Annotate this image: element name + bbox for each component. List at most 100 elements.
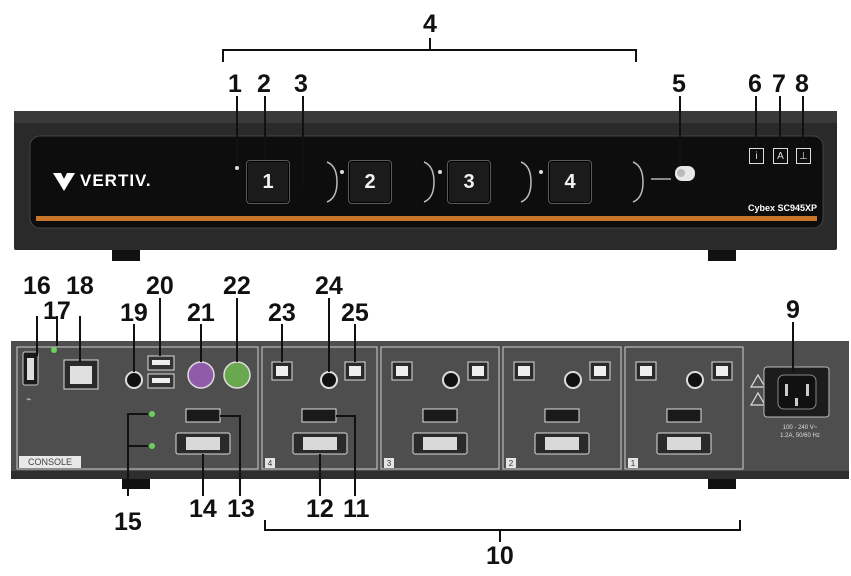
callout-24: 24 [315, 272, 343, 300]
console-led-upper [149, 411, 155, 417]
rj45-inner [70, 366, 92, 384]
section-number-2: 2 [506, 458, 516, 468]
power-rating-voltage: 100 - 240 V~ [782, 425, 818, 431]
led-3 [438, 170, 442, 174]
console-section [16, 346, 259, 470]
power-rating-current: 1.2A, 50/60 Hz [780, 433, 820, 439]
bracket-4-top [222, 49, 637, 62]
s3-usb-b-2-inner [472, 366, 484, 376]
section-3 [380, 346, 500, 470]
s1-dvi-inner [667, 437, 701, 450]
rear-foot-right [708, 479, 736, 489]
callout-25: 25 [341, 299, 369, 327]
s4-dvi-inner [303, 437, 337, 450]
callout-1: 1 [228, 70, 242, 98]
front-face [29, 135, 824, 229]
bracket-1 [326, 161, 338, 203]
bracket-10 [264, 520, 741, 531]
callout-12: 12 [306, 495, 334, 523]
leader-13 [220, 415, 241, 496]
power-pin-left [785, 384, 788, 396]
callout-14: 14 [189, 495, 217, 523]
callout-13: 13 [227, 495, 255, 523]
s2-dvi-inner [545, 437, 579, 450]
rear-panel: ⌁ [11, 341, 849, 489]
port-button-1[interactable]: 1 [246, 160, 290, 204]
model-name: Cybex SC945XP [748, 203, 818, 213]
s2-usb-b-inner [518, 366, 530, 376]
leader-11 [336, 415, 356, 496]
console-displayport [185, 408, 221, 423]
s3-usb-b-inner [396, 366, 408, 376]
section-number-1: 1 [628, 458, 638, 468]
callout-11: 11 [343, 495, 370, 523]
s1-usb-b-2-inner [716, 366, 728, 376]
cac-toggle-knob [677, 169, 685, 177]
led-1 [235, 166, 239, 170]
audio-jack-19 [125, 371, 143, 389]
s4-usb-b-2-inner [349, 366, 361, 376]
s1-displayport [666, 408, 702, 423]
s2-audio [564, 371, 582, 389]
rear-foot-left [122, 479, 150, 489]
usb-a-port-upper-tongue [152, 360, 170, 365]
power-pin-right [806, 384, 809, 396]
usb-c-symbol: ⌁ [26, 395, 31, 405]
callout-16: 16 [23, 272, 51, 300]
callout-22: 22 [223, 272, 251, 300]
leader-15 [127, 413, 148, 496]
s1-audio [686, 371, 704, 389]
s4-displayport [301, 408, 337, 423]
section-1 [624, 346, 744, 470]
warning-triangle-lower-icon [749, 391, 767, 406]
callout-18: 18 [66, 272, 94, 300]
callout-4: 4 [423, 10, 437, 38]
front-panel [14, 111, 837, 261]
s1-usb-b-inner [640, 366, 652, 376]
s3-displayport [422, 408, 458, 423]
callout-3: 3 [294, 70, 308, 98]
callout-6: 6 [748, 70, 762, 98]
status-led-17 [51, 347, 57, 353]
section-number-4: 4 [265, 458, 275, 468]
callout-9: 9 [786, 296, 800, 324]
ps2-mouse-port [223, 361, 251, 389]
usb-a-port-lower-tongue [152, 378, 170, 383]
accent-strip [36, 216, 817, 221]
front-foot-left [112, 250, 140, 261]
port-button-4[interactable]: 4 [548, 160, 592, 204]
callout-10: 10 [486, 542, 514, 570]
lock-indicator-icon: ⊥ [796, 148, 811, 164]
console-dvi-inner [186, 437, 220, 450]
callout-2: 2 [257, 70, 271, 98]
section-2 [502, 346, 622, 470]
brand-name: VERTIV. [80, 171, 152, 190]
usb-c-inner [27, 358, 34, 380]
warning-triangle-upper-icon [749, 373, 767, 388]
callout-19: 19 [120, 299, 148, 327]
section-number-3: 3 [384, 458, 394, 468]
caps-indicator-icon: A [773, 148, 788, 164]
console-label: CONSOLE [19, 456, 81, 468]
callout-17: 17 [43, 297, 71, 325]
ps2-keyboard-port [187, 361, 215, 389]
callout-15: 15 [114, 508, 142, 536]
port-button-2[interactable]: 2 [348, 160, 392, 204]
port-button-3[interactable]: 3 [447, 160, 491, 204]
info-indicator-icon: i [749, 148, 764, 164]
vertiv-logo-icon [53, 173, 75, 191]
bracket-4 [632, 161, 644, 203]
callout-23: 23 [268, 299, 296, 327]
cac-slot [651, 178, 671, 180]
callout-20: 20 [146, 272, 174, 300]
callout-5: 5 [672, 70, 686, 98]
s2-usb-b-2-inner [594, 366, 606, 376]
s2-displayport [544, 408, 580, 423]
s3-audio [442, 371, 460, 389]
callout-21: 21 [187, 299, 215, 327]
led-2 [340, 170, 344, 174]
rear-chassis-bottom [11, 471, 849, 479]
callout-7: 7 [772, 70, 786, 98]
